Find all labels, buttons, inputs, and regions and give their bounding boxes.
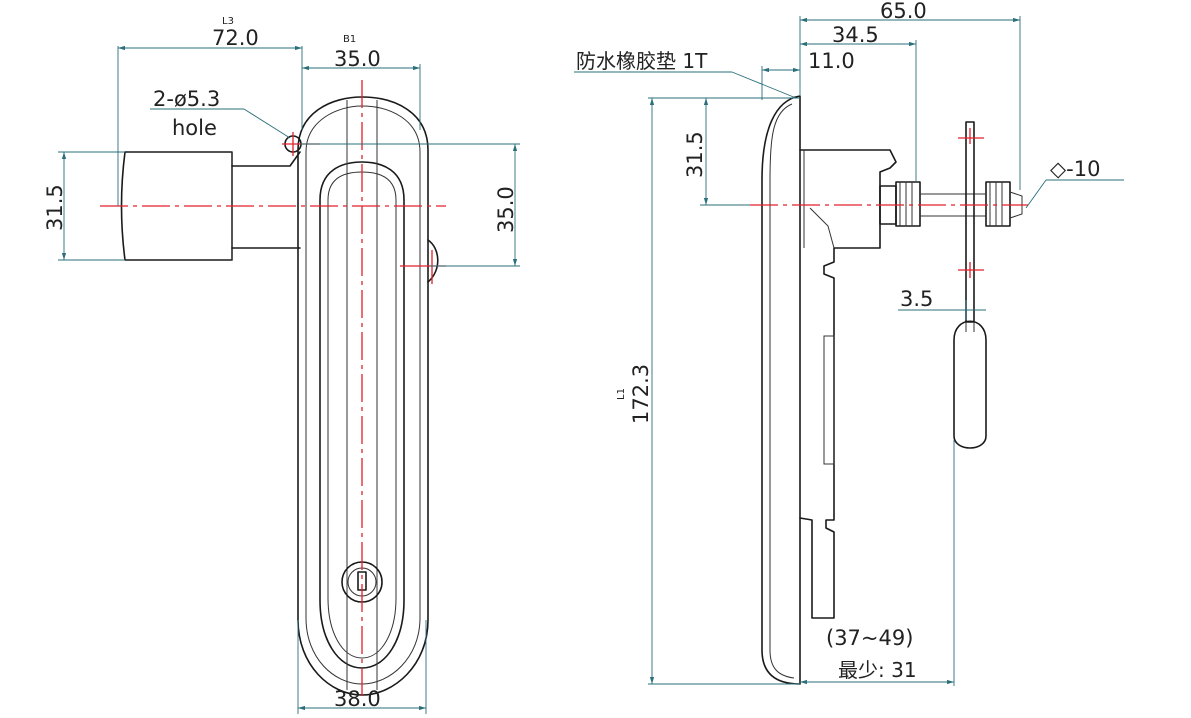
square-shaft-note: ◇-10 — [1050, 157, 1100, 181]
dim-hole-spacing: 35.0 — [494, 186, 518, 233]
side-view: 65.0 34.5 11.0 防水橡胶垫 1T 31.5 ◇-10 3.5 L1… — [574, 0, 1124, 686]
panel-min: 最少: 31 — [838, 658, 917, 682]
dim-shaft-height: 31.5 — [683, 131, 707, 178]
dim-base-width: 38.0 — [334, 687, 381, 711]
lever-grip-outline — [319, 161, 405, 669]
dim-label-L3: L3 — [222, 16, 234, 27]
lever-grip-inner — [327, 171, 397, 659]
hole-note: 2-ø5.3 — [153, 87, 220, 111]
hole-label: hole — [172, 116, 217, 140]
dim-label-L1: L1 — [616, 388, 627, 400]
cam-plate — [965, 121, 975, 323]
nut-1 — [895, 181, 921, 227]
dim-total-height: 172.3 — [629, 364, 653, 424]
dim-gasket-offset: 11.0 — [808, 49, 855, 73]
gasket-note: 防水橡胶垫 1T — [576, 49, 708, 73]
handle-outline — [297, 96, 429, 696]
front-view: L3 72.0 B1 35.0 2-ø5.3 hole 31.5 35.0 38… — [43, 16, 520, 714]
panel-range: (37~49) — [826, 626, 913, 650]
dim-body-height: 31.5 — [43, 184, 67, 231]
dim-overall-width: 72.0 — [212, 26, 259, 50]
lock-stem-outline — [231, 151, 301, 249]
dim-total-depth: 65.0 — [880, 0, 927, 23]
nut-2 — [985, 181, 1011, 227]
flange-outline — [761, 95, 801, 685]
dim-cam-thickness: 3.5 — [900, 287, 933, 311]
mounting-hole-bottom — [427, 239, 439, 283]
cam-tip — [953, 320, 987, 449]
dim-shaft-depth: 34.5 — [832, 23, 879, 47]
lock-body-outline — [120, 151, 233, 261]
dim-label-B1: B1 — [343, 34, 356, 45]
housing-outline — [799, 149, 897, 619]
dim-handle-width: 35.0 — [334, 47, 381, 71]
gasket-outline — [769, 103, 795, 679]
